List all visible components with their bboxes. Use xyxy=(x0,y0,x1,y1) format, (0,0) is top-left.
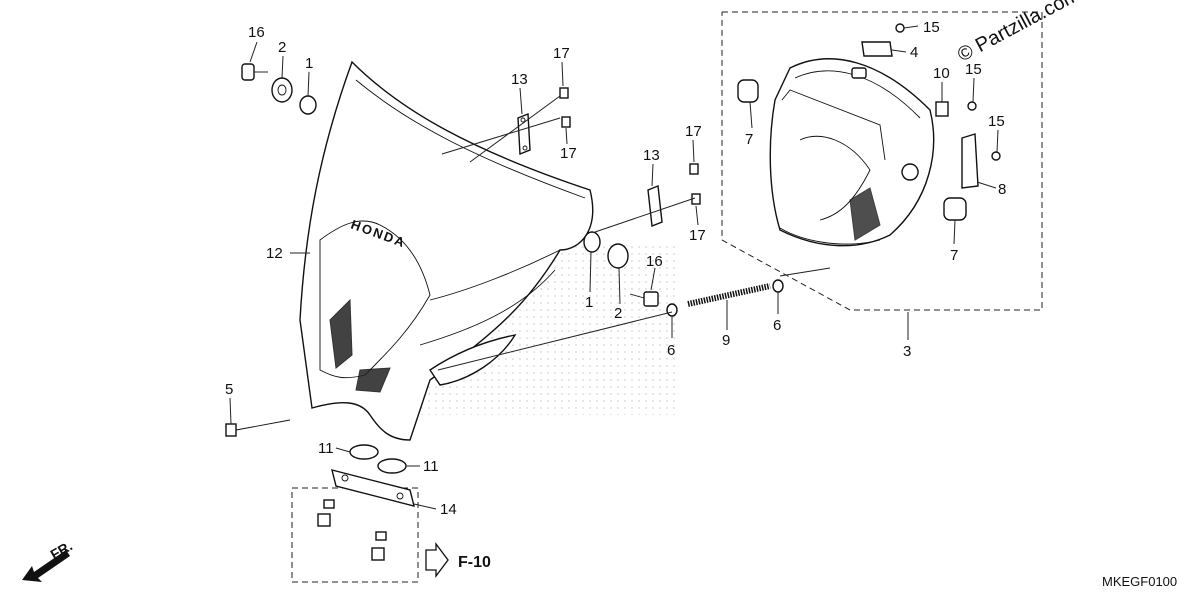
part-4-plate xyxy=(861,41,893,57)
part-9-spring xyxy=(687,283,771,307)
callout-1-top: 1 xyxy=(305,55,313,72)
part-15-screws xyxy=(895,23,1001,161)
front-indicator-label: FR. xyxy=(48,537,76,562)
part-13-bracket-a xyxy=(517,112,531,156)
part-6-washer-right xyxy=(772,279,784,293)
part-6-washer-left xyxy=(666,303,678,317)
callout-labels: 16 2 1 17 13 17 17 13 17 12 1 16 2 6 9 6… xyxy=(225,19,1006,518)
callout-8: 8 xyxy=(998,181,1006,198)
callout-15-b: 15 xyxy=(965,61,982,78)
callout-12: 12 xyxy=(266,245,283,262)
part-13-bracket-b xyxy=(647,185,663,227)
watermark-text: © Partzilla.com xyxy=(954,0,1083,66)
part-11-grommets xyxy=(349,444,407,474)
callout-1-mid: 1 xyxy=(585,294,593,311)
callout-11-right: 11 xyxy=(423,458,439,475)
callout-9: 9 xyxy=(722,332,730,349)
callout-2-mid: 2 xyxy=(614,305,622,322)
callout-6-left: 6 xyxy=(667,342,675,359)
callout-3: 3 xyxy=(903,343,911,360)
front-arrow-icon: FR. xyxy=(22,537,75,582)
callout-11-left: 11 xyxy=(318,440,334,457)
callout-7-right: 7 xyxy=(950,247,958,264)
leader-lines xyxy=(229,25,999,510)
part-1-collar-mid xyxy=(583,231,601,253)
callout-17-c: 17 xyxy=(685,123,702,140)
part-1-collar-top xyxy=(299,95,317,115)
bracket-fasteners xyxy=(317,499,387,561)
part-5-bolt xyxy=(225,419,291,437)
part-10-clip xyxy=(935,101,949,117)
part-7-cap-right xyxy=(943,197,967,221)
part-14-bracket xyxy=(331,469,415,507)
callout-17-d: 17 xyxy=(689,227,706,244)
part-16-bolt-top xyxy=(241,63,268,81)
part-2-grommet-mid xyxy=(607,243,629,269)
callout-7-left: 7 xyxy=(745,131,753,148)
callout-16-mid: 16 xyxy=(646,253,663,270)
diagram-code: MKEGF0100 xyxy=(1102,574,1177,589)
callout-4: 4 xyxy=(910,44,918,61)
headlight-assembly-outline xyxy=(721,11,1043,311)
headlight-unit xyxy=(769,58,935,247)
part-7-cap-left xyxy=(737,79,759,103)
callout-6-right: 6 xyxy=(773,317,781,334)
part-8-bracket xyxy=(961,133,979,189)
callout-10: 10 xyxy=(933,65,950,82)
reference-arrow-icon: F-10 xyxy=(425,542,491,578)
callout-5: 5 xyxy=(225,381,233,398)
part-2-grommet-top xyxy=(271,77,293,103)
callout-14: 14 xyxy=(440,501,457,518)
callout-17-a: 17 xyxy=(553,45,570,62)
callout-13-a: 13 xyxy=(511,71,528,88)
part-17-screws xyxy=(559,87,701,205)
callout-15-c: 15 xyxy=(988,113,1005,130)
headlight-cowl: HONDA xyxy=(299,60,594,441)
callout-2-top: 2 xyxy=(278,39,286,56)
callout-15-a: 15 xyxy=(923,19,940,36)
callout-17-b: 17 xyxy=(560,145,577,162)
callout-16-top: 16 xyxy=(248,24,265,41)
part-16-bolt-mid xyxy=(629,291,659,307)
reference-label: F-10 xyxy=(458,554,491,571)
callout-13-b: 13 xyxy=(643,147,660,164)
